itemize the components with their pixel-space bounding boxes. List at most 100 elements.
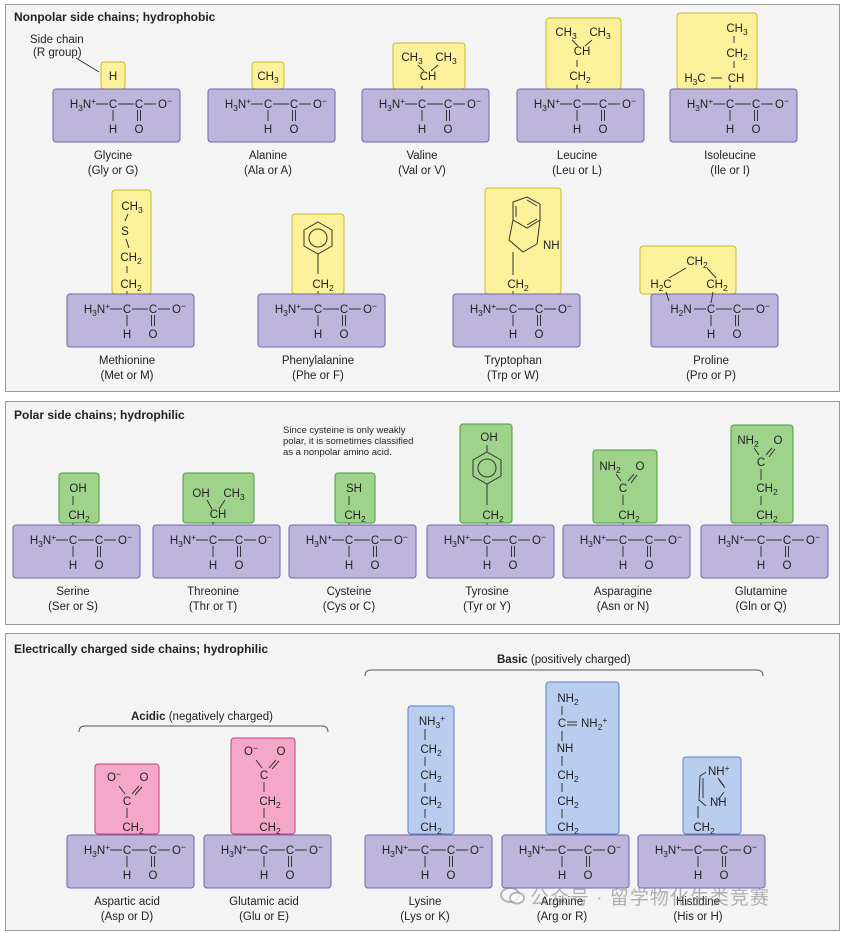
lys-alpha-carbon: C [421, 845, 429, 857]
lys-amino-group: H3N+ [382, 842, 408, 859]
lys-abbreviation: (Lys or K) [400, 911, 450, 923]
his-alpha-carbon: C [694, 845, 702, 857]
leu-side-chain-atom: CH2 [569, 71, 591, 85]
asn-side-chain-atom: NH2 [599, 461, 621, 475]
glu-carbonyl-o: O [286, 870, 295, 882]
cys-carboxyl-carbon: C [371, 535, 379, 547]
phe-alpha-h: H [314, 329, 322, 341]
cysteine-note-line-3: as a nonpolar amino acid. [283, 447, 392, 458]
asp-backbone-box [66, 834, 195, 889]
tyr-backbone-box [426, 524, 555, 579]
ser-alpha-carbon: C [69, 535, 77, 547]
met-abbreviation: (Met or M) [100, 370, 154, 382]
tyr-side-chain-box [459, 423, 513, 524]
tyr-alpha-h: H [483, 560, 491, 572]
glu-carboxyl-carbon: C [286, 845, 294, 857]
his-ring-c2 [717, 791, 725, 801]
trp-carboxylate-o: O− [558, 301, 572, 316]
bond [417, 64, 425, 72]
asn-amino-group: H3N+ [580, 532, 606, 549]
basic-label-bold: Basic [497, 654, 528, 666]
asp-carboxyl-carbon: C [149, 845, 157, 857]
bond [131, 785, 140, 795]
pro-backbone-box [650, 293, 779, 348]
his-carboxylate-o: O− [743, 842, 757, 857]
trp-alpha-h: H [509, 329, 517, 341]
arg-side-chain-atom: NH2 [557, 693, 579, 707]
leu-carbonyl-o: O [599, 124, 608, 136]
glu-name: Glutamic acid [229, 896, 299, 908]
his-ring-left [698, 771, 707, 807]
ser-abbreviation: (Ser or S) [48, 601, 98, 613]
thr-side-chain-box [182, 472, 255, 524]
asp-alpha-h: H [123, 870, 131, 882]
lys-carboxylate-o: O− [470, 842, 484, 857]
lys-side-chain-atom: NH3+ [419, 713, 445, 730]
val-backbone-box [361, 88, 490, 143]
tyr-name: Tyrosine [465, 586, 509, 598]
ser-carboxyl-carbon: C [95, 535, 103, 547]
trp-name: Tryptophan [484, 355, 542, 367]
val-alpha-carbon: C [418, 99, 426, 111]
thr-carboxylate-o: O− [258, 532, 272, 547]
asn-side-chain-atom: C [619, 483, 627, 495]
val-name: Valine [406, 150, 438, 162]
cys-name: Cysteine [326, 586, 372, 598]
gln-carbonyl-o: O [783, 560, 792, 572]
asp-carbonyl-o: O [149, 870, 158, 882]
asn-alpha-h: H [619, 560, 627, 572]
glu-amino-group: H3N+ [221, 842, 247, 859]
leu-side-chain-atom: CH3 [589, 27, 611, 41]
glu-abbreviation: (Glu or E) [239, 911, 289, 923]
trp-side-chain-atom: CH2 [507, 279, 529, 293]
cys-alpha-carbon: C [345, 535, 353, 547]
lys-carbonyl-o: O [447, 870, 456, 882]
thr-carbonyl-o: O [235, 560, 244, 572]
arg-name: Arginine [540, 896, 584, 908]
gly-carboxyl-carbon: C [135, 99, 143, 111]
ala-name: Alanine [248, 150, 288, 162]
gly-carboxylate-o: O− [158, 96, 172, 111]
gln-abbreviation: (Gln or Q) [735, 601, 787, 613]
bond [765, 447, 773, 456]
his-name: Histidine [675, 896, 721, 908]
val-carboxylate-o: O− [467, 96, 481, 111]
phe-amino-group: H3N+ [275, 301, 301, 318]
cys-side-chain-atom: SH [346, 483, 362, 495]
val-abbreviation: (Val or V) [398, 165, 446, 177]
ala-alpha-carbon: C [264, 99, 272, 111]
ile-carbonyl-o: O [752, 124, 761, 136]
gln-alpha-h: H [757, 560, 765, 572]
ala-alpha-h: H [264, 124, 272, 136]
thr-backbone-box [152, 524, 281, 579]
leu-amino-group: H3N+ [534, 96, 560, 113]
val-alpha-h: H [418, 124, 426, 136]
lys-alpha-h: H [421, 870, 429, 882]
his-side-chain-atom: NH+ [708, 763, 730, 778]
ser-amino-group: H3N+ [30, 532, 56, 549]
arg-carboxyl-carbon: C [584, 845, 592, 857]
gln-name: Glutamine [734, 586, 788, 598]
pro-name: Proline [693, 355, 729, 367]
phe-carbonyl-o: O [340, 329, 349, 341]
glu-backbone-box [203, 834, 332, 889]
pro-alpha-carbon: C [707, 304, 715, 316]
arg-side-chain-box [545, 681, 620, 835]
bond [665, 291, 670, 302]
arg-alpha-carbon: C [558, 845, 566, 857]
glu-side-chain-atom: O− [244, 743, 258, 758]
met-side-chain-atom: CH2 [120, 252, 142, 266]
thr-side-chain-atom: CH3 [223, 488, 245, 502]
tyr-carboxylate-o: O− [532, 532, 546, 547]
ser-alpha-h: H [69, 560, 77, 572]
val-carboxyl-carbon: C [444, 99, 452, 111]
section-title-polar: Polar side chains; hydrophilic [14, 408, 185, 422]
acidic-bracket [78, 725, 329, 733]
arg-side-chain-atom: C [558, 718, 566, 730]
tyr-abbreviation: (Tyr or Y) [463, 601, 511, 613]
ala-carboxyl-carbon: C [290, 99, 298, 111]
bond [615, 473, 622, 482]
pro-side-chain-atom: H2C [650, 279, 671, 293]
lys-side-chain-atom: CH2 [420, 770, 442, 784]
